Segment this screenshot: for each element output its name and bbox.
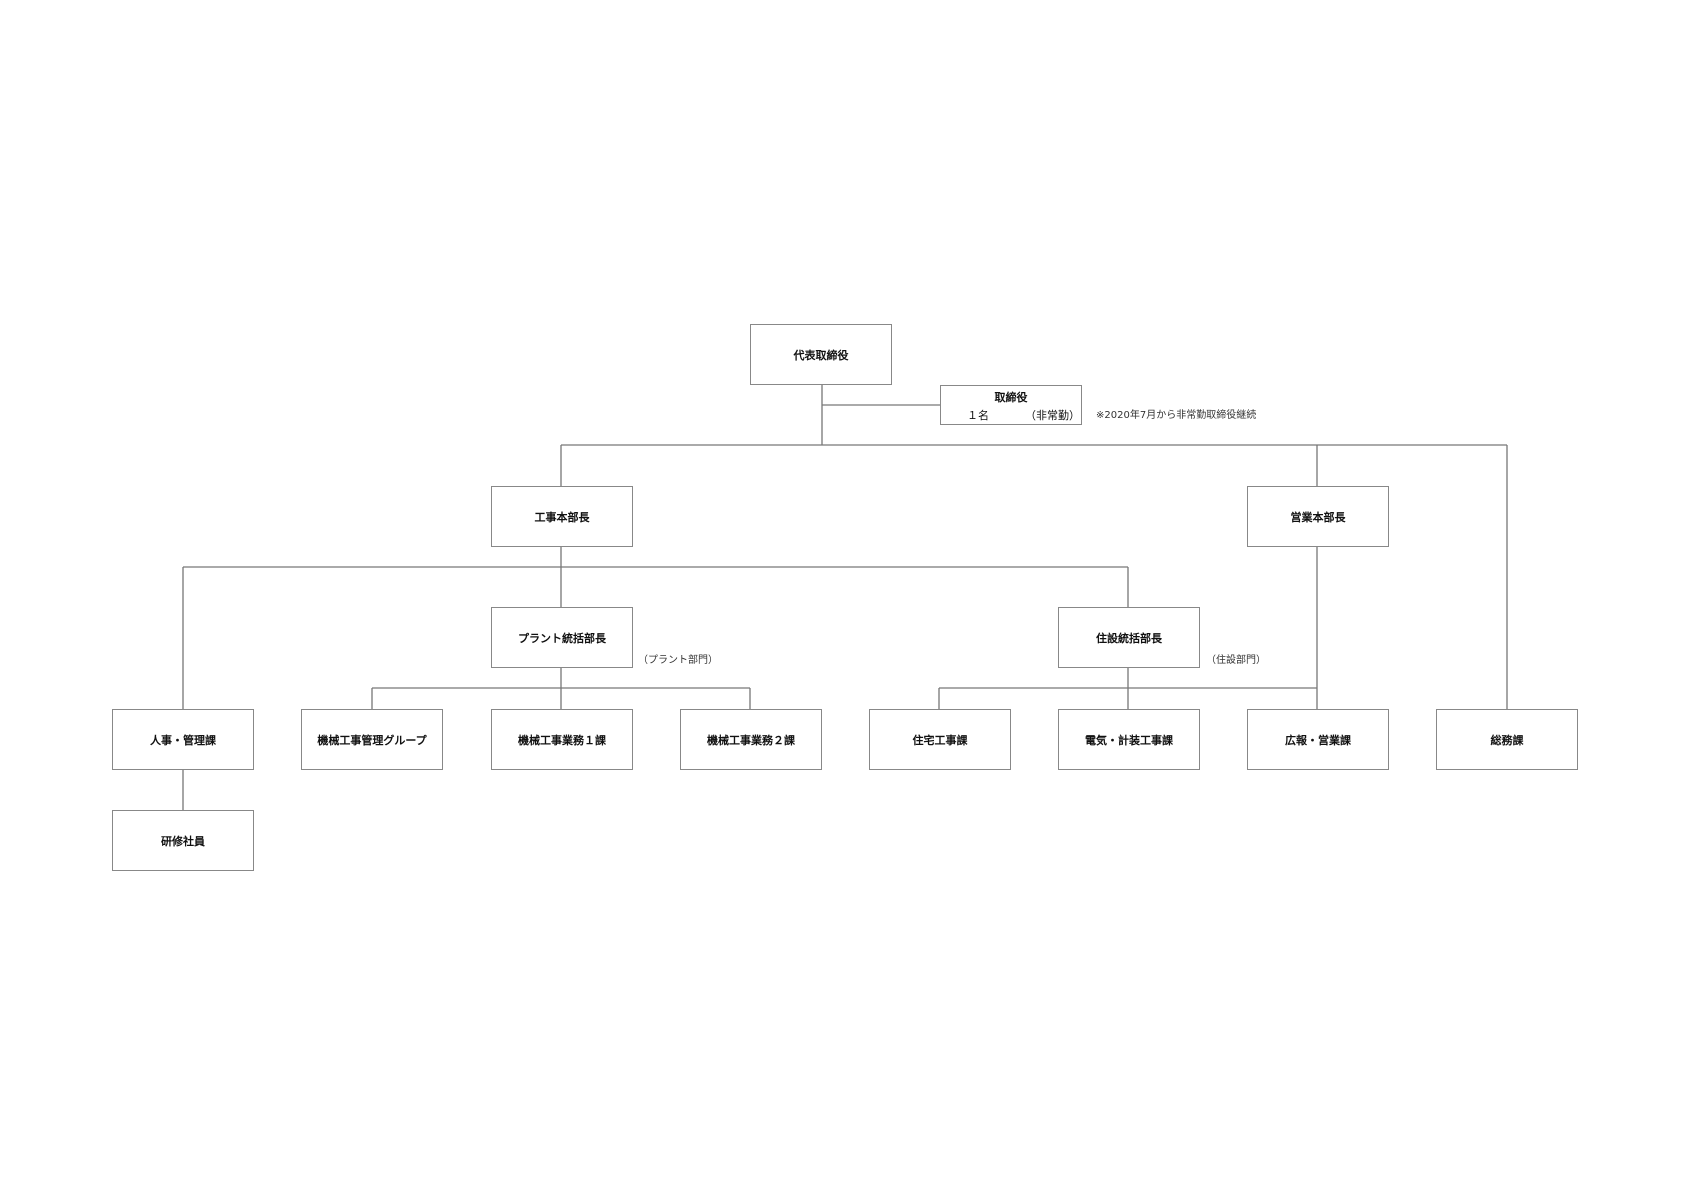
president-box: 代表取締役 (750, 324, 892, 385)
sales-head-box: 営業本部長 (1247, 486, 1389, 547)
director-note: ※2020年7月から非常勤取締役継続 (1096, 410, 1257, 421)
machinery-group-box: 機械工事管理グループ (301, 709, 443, 770)
general-affairs-box: 総務課 (1436, 709, 1578, 770)
housing-works-box: 住宅工事課 (869, 709, 1011, 770)
hr-admin-box: 人事・管理課 (112, 709, 254, 770)
machinery-2-box: 機械工事業務２課 (680, 709, 822, 770)
director-type: （非常勤） (1025, 409, 1080, 422)
pr-sales-box: 広報・営業課 (1247, 709, 1389, 770)
plant-dept-note: （プラント部門） (638, 655, 718, 666)
housing-manager-box: 住設統括部長 (1058, 607, 1200, 668)
construction-head-box: 工事本部長 (491, 486, 633, 547)
director-title: 取締役 (994, 391, 1028, 404)
housing-dept-note: （住設部門） (1206, 655, 1266, 666)
plant-manager-box: プラント統括部長 (491, 607, 633, 668)
trainees-box: 研修社員 (112, 810, 254, 871)
machinery-1-box: 機械工事業務１課 (491, 709, 633, 770)
electrical-works-box: 電気・計装工事課 (1058, 709, 1200, 770)
director-box: 取締役 １名 （非常勤） (940, 385, 1082, 425)
director-count: １名 (967, 409, 989, 422)
